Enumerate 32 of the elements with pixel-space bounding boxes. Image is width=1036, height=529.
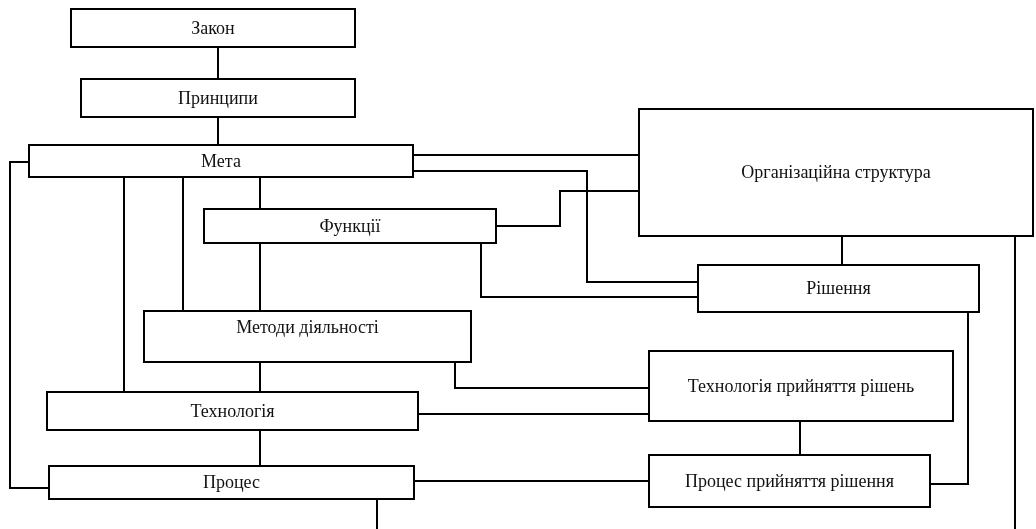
connector-line	[376, 499, 378, 529]
connector-line	[841, 236, 843, 265]
text-box: Процес прийняття рішення	[648, 454, 931, 508]
text-box: Процес	[48, 465, 415, 500]
connector-line	[418, 413, 649, 415]
connector-line	[480, 243, 698, 298]
connector-line	[217, 47, 219, 79]
text-box: Технологія прийняття рішень	[648, 350, 954, 422]
connector-line	[123, 177, 125, 392]
text-box: Технологія	[46, 391, 419, 431]
connector-line	[799, 421, 801, 455]
text-box: Мета	[28, 144, 414, 178]
text-box: Методи діяльності	[143, 310, 472, 363]
connector-line	[259, 362, 261, 392]
connector-line	[454, 362, 649, 389]
connector-line	[413, 170, 698, 283]
connector-line	[259, 177, 261, 209]
connector-line	[414, 480, 649, 482]
connector-line	[930, 312, 969, 485]
connector-line	[496, 190, 639, 227]
text-box: Рішення	[697, 264, 980, 313]
connector-line	[259, 243, 261, 311]
connector-line	[413, 154, 639, 156]
connector-line	[1014, 236, 1016, 529]
text-box: Принципи	[80, 78, 356, 118]
text-box: Функції	[203, 208, 497, 244]
connector-line	[9, 161, 49, 489]
connector-line	[182, 177, 184, 311]
connector-line	[259, 430, 261, 466]
text-box: Організаційна структура	[638, 108, 1034, 237]
text-box: Закон	[70, 8, 356, 48]
connector-line	[217, 117, 219, 145]
